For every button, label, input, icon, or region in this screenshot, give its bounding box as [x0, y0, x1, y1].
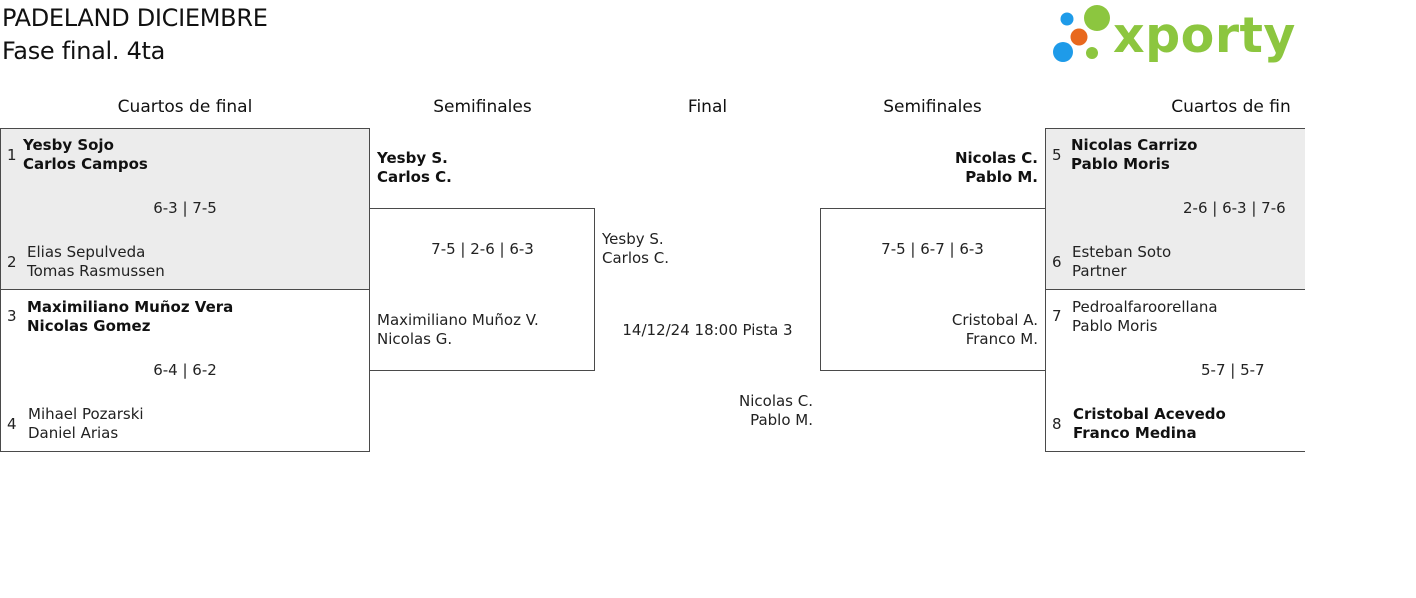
seed-number: 6 — [1052, 253, 1062, 271]
match-card-right-qf-2[interactable] — [1045, 289, 1305, 452]
xporty-logo-icon — [1053, 5, 1110, 62]
team-player-1: Nicolas C. — [954, 149, 1038, 167]
match-score: 2-6 | 6-3 | 7-6 — [1183, 199, 1286, 217]
round-header-final: Final — [687, 97, 728, 117]
seed-number: 5 — [1052, 146, 1062, 164]
final-team-player-2: Carlos C. — [602, 249, 670, 267]
match-score: 6-3 | 7-5 — [153, 199, 217, 217]
match-card-left-semifinal[interactable] — [369, 208, 595, 371]
team-player-2: Pablo Moris — [1071, 155, 1170, 173]
match-card-left-qf-2[interactable] — [0, 289, 370, 452]
round-header-right-semifinals: Semifinales — [883, 97, 982, 117]
team-player-2: Nicolas Gomez — [27, 317, 151, 335]
team-player-2: Partner — [1072, 262, 1127, 280]
team-player-2: Nicolas G. — [377, 330, 453, 348]
seed-number: 4 — [7, 415, 17, 433]
team-player-2: Pablo M. — [965, 168, 1038, 186]
match-card-right-qf-1[interactable] — [1045, 128, 1305, 290]
match-score: 5-7 | 5-7 — [1201, 361, 1265, 379]
tournament-subtitle: Fase final. 4ta — [2, 37, 166, 65]
tournament-title: PADELAND DICIEMBRE — [2, 4, 268, 32]
team-player-2: Pablo Moris — [1072, 317, 1158, 335]
team-player-1: Cristobal Acevedo — [1073, 405, 1226, 423]
final-team-player-1: Nicolas C. — [739, 392, 813, 410]
team-player-2: Carlos Campos — [23, 155, 148, 173]
team-player-1: Yesby Sojo — [23, 136, 114, 154]
match-score: 7-5 | 2-6 | 6-3 — [431, 240, 534, 258]
team-player-2: Daniel Arias — [28, 424, 119, 442]
final-schedule-info: 14/12/24 18:00 Pista 3 — [622, 321, 793, 339]
team-player-2: Franco M. — [965, 330, 1038, 348]
match-score: 6-4 | 6-2 — [153, 361, 217, 379]
seed-number: 8 — [1052, 415, 1062, 433]
seed-number: 3 — [7, 307, 17, 325]
team-player-1: Yesby S. — [377, 149, 448, 167]
team-player-1: Esteban Soto — [1072, 243, 1172, 261]
xporty-logo-text: xporty — [1113, 7, 1296, 64]
team-player-1: Maximiliano Muñoz V. — [377, 311, 539, 329]
match-score: 7-5 | 6-7 | 6-3 — [881, 240, 984, 258]
round-header-left-quarterfinals: Cuartos de final — [117, 97, 253, 117]
team-player-2: Carlos C. — [377, 168, 452, 186]
match-card-right-semifinal[interactable] — [820, 208, 1046, 371]
team-player-1: Maximiliano Muñoz Vera — [27, 298, 234, 316]
final-team-player-1: Yesby S. — [602, 230, 664, 248]
team-player-2: Franco Medina — [1073, 424, 1197, 442]
final-team-player-2: Pablo M. — [750, 411, 813, 429]
round-header-right-quarterfinals: Cuartos de fin — [1171, 97, 1291, 117]
team-player-1: Nicolas Carrizo — [1071, 136, 1198, 154]
team-player-1: Cristobal A. — [951, 311, 1038, 329]
team-player-1: Pedroalfaroorellana — [1072, 298, 1218, 316]
team-player-1: Elias Sepulveda — [27, 243, 146, 261]
round-header-left-semifinals: Semifinales — [433, 97, 532, 117]
team-player-2: Tomas Rasmussen — [27, 262, 165, 280]
seed-number: 1 — [7, 146, 17, 164]
seed-number: 7 — [1052, 307, 1062, 325]
match-card-left-qf-1[interactable] — [0, 128, 370, 290]
team-player-1: Mihael Pozarski — [28, 405, 144, 423]
seed-number: 2 — [7, 253, 17, 271]
